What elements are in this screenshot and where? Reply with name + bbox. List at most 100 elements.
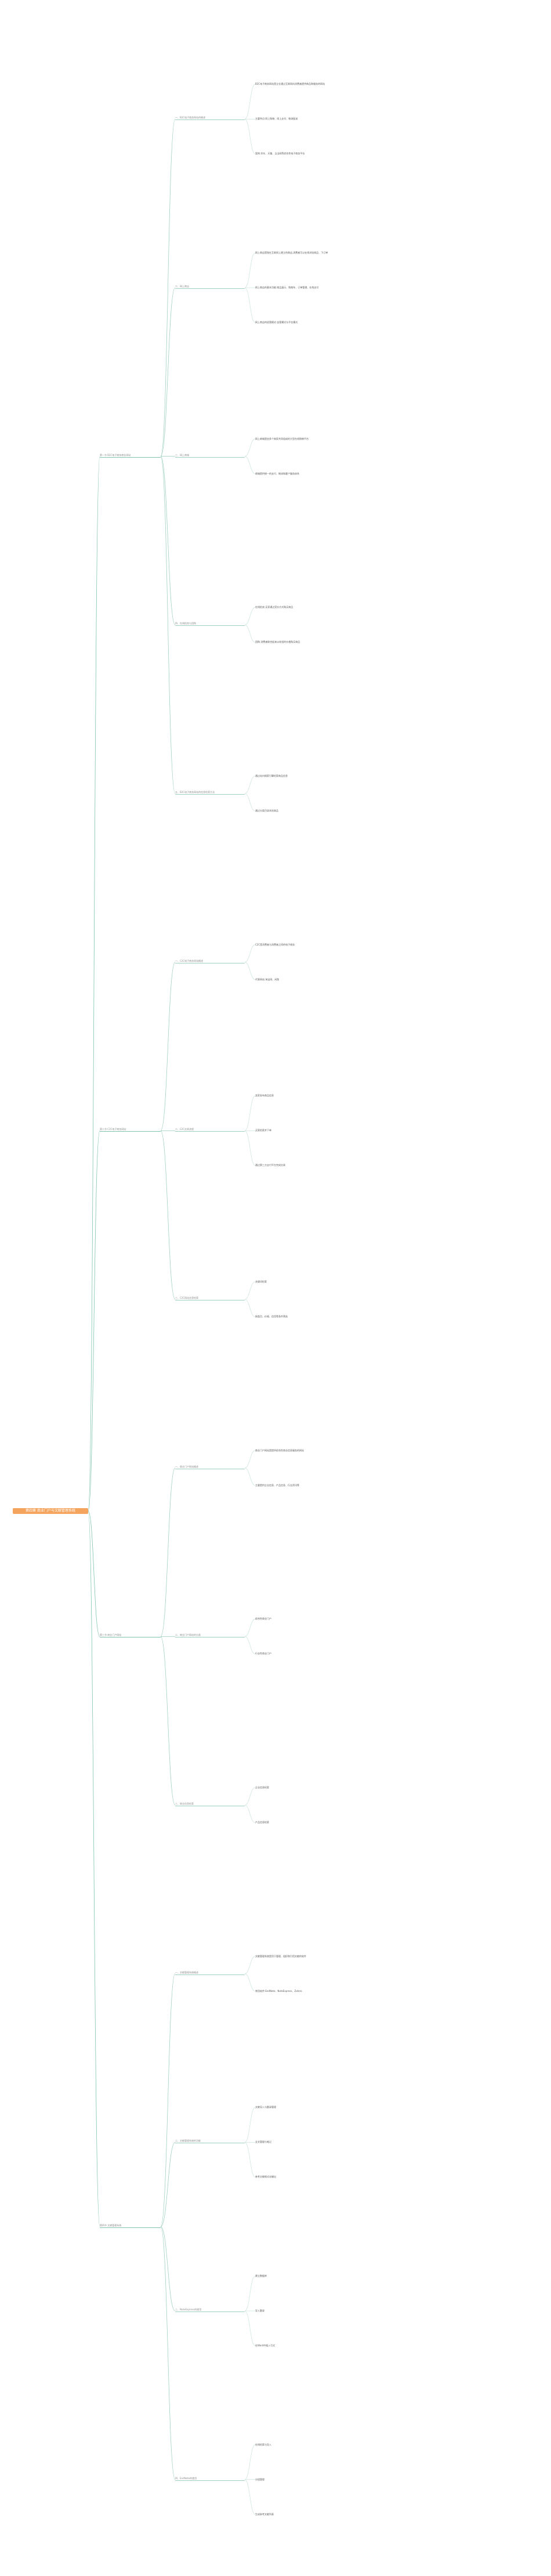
branch-2-topic-3-item-2[interactable]: 按类目、价格、信用等条件筛选 [255, 1315, 288, 1318]
branch-1-topic-3[interactable]: 三、网上商城 [175, 454, 245, 458]
branch-3-topic-2[interactable]: 二、商业门户网站的分类 [175, 1633, 245, 1638]
branch-3-topic-2-item-1[interactable]: 综合性商业门户 [255, 1617, 271, 1621]
branch-1-topic-1-item-3[interactable]: 案例:京东、天猫、当当网等综合性电子商务平台 [255, 152, 305, 155]
connector-line [244, 2107, 256, 2143]
branch-3-topic-1-item-1[interactable]: 商业门户网站是提供综合性商业信息服务的网站 [255, 1448, 304, 1452]
branch-1-topic-2-item-1[interactable]: 网上商店是指在互联网上建立的商店,消费者可以在线浏览商品、下订单 [255, 251, 328, 254]
connector-line [88, 456, 100, 1512]
branch-1[interactable]: 第一节 B2C电子商务商业网站 [100, 454, 161, 458]
branch-4-topic-1-item-2[interactable]: 常用软件:EndNote、NoteExpress、Zotero [255, 1989, 302, 1992]
branch-1-topic-1-item-1[interactable]: B2C电子商务网站是企业通过互联网向消费者提供商品和服务的网站 [255, 82, 325, 86]
branch-1-topic-4-item-1[interactable]: 在线拍卖:买家通过竞价方式购买商品 [255, 606, 293, 609]
connector-line [244, 287, 256, 323]
branch-1-topic-5[interactable]: 五、B2C电子商务网站的信息检索方法 [175, 791, 245, 795]
branch-2-topic-2-item-2[interactable]: 买家检索并下单 [255, 1129, 271, 1132]
branch-2-topic-2[interactable]: 二、C2C交易流程 [175, 1128, 245, 1132]
connector-line [160, 1636, 176, 1806]
branch-2-topic-1-item-2[interactable]: 代表网站:淘宝网、闲鱼 [255, 977, 280, 981]
connector-line [244, 1636, 256, 1654]
connector-line [244, 944, 256, 963]
branch-4-topic-2-item-1[interactable]: 文献导入与题录管理 [255, 2106, 276, 2109]
connector-line [244, 1299, 256, 1317]
connector-line [160, 456, 176, 625]
branch-2[interactable]: 第二节 C2C电子商务网站 [100, 1128, 161, 1132]
branch-1-topic-1[interactable]: 一、B2C电子商务网站的概述 [175, 116, 245, 121]
connector-line [244, 793, 256, 811]
connector-line [160, 118, 176, 457]
branch-4[interactable]: 第四节 文献管理系统 [100, 2224, 161, 2228]
connector-line [244, 1450, 256, 1469]
connector-line [244, 962, 256, 980]
branch-1-topic-2-item-3[interactable]: 网上商店的经营模式:自营模式与平台模式 [255, 321, 298, 324]
branch-1-topic-4-item-2[interactable]: 团购:消费者联合起来以较低的价格购买商品 [255, 640, 300, 644]
connector-line [244, 1095, 256, 1131]
connector-line [160, 1973, 176, 2227]
root-topic[interactable]: 第四章 商业门户与文献管理系统 [13, 1508, 88, 1514]
branch-4-topic-4-item-3[interactable]: 生成参考文献列表 [255, 2512, 274, 2516]
branch-1-topic-4[interactable]: 四、在线拍卖与团购 [175, 622, 245, 626]
connector-line [244, 84, 256, 119]
branch-3-topic-1[interactable]: 一、商业门户网站概述 [175, 1465, 245, 1469]
branch-3[interactable]: 第三节 商业门户网站 [100, 1633, 161, 1638]
branch-4-topic-3-item-3[interactable]: 在Word中插入引文 [255, 2344, 276, 2347]
branch-4-topic-3[interactable]: 三、NoteExpress的使用 [175, 2308, 245, 2312]
branch-3-topic-3[interactable]: 三、商业信息检索 [175, 1802, 245, 1806]
branch-3-topic-3-item-2[interactable]: 产品信息检索 [255, 1821, 269, 1824]
connector-line [244, 1130, 256, 1166]
connector-line [244, 2444, 256, 2480]
branch-1-topic-3-item-1[interactable]: 网上商城是由多个商家共同组成的大型在线购物平台 [255, 437, 309, 440]
connector-line [244, 1468, 256, 1486]
connector-line [88, 1510, 100, 1637]
branch-3-topic-1-item-2[interactable]: 主要提供企业信息、产品信息、行业资讯等 [255, 1483, 299, 1487]
branch-2-topic-2-item-3[interactable]: 通过第三方支付平台完成交易 [255, 1164, 285, 1167]
branch-1-topic-5-item-1[interactable]: 通过站内搜索引擎检索商品信息 [255, 774, 288, 777]
connector-line [160, 1468, 176, 1637]
connector-line [244, 439, 256, 457]
connector-line [160, 2226, 176, 2480]
branch-1-topic-2[interactable]: 二、网上商店 [175, 285, 245, 289]
connector-line [244, 1618, 256, 1637]
branch-2-topic-1[interactable]: 一、C2C电子商务网站概述 [175, 959, 245, 963]
connector-line [244, 1281, 256, 1300]
branch-4-topic-3-item-1[interactable]: 建立数据库 [255, 2274, 267, 2277]
branch-1-topic-5-item-2[interactable]: 通过分类目录浏览商品 [255, 809, 278, 812]
branch-2-topic-3-item-1[interactable]: 关键词检索 [255, 1280, 267, 1283]
branch-2-topic-1-item-1[interactable]: C2C是消费者与消费者之间的电子商务 [255, 943, 295, 946]
connector-line [160, 287, 176, 457]
branch-1-topic-2-item-2[interactable]: 网上商店的基本功能:商品展示、购物车、订单管理、在线支付 [255, 286, 319, 289]
connector-line [244, 607, 256, 625]
branch-2-topic-3[interactable]: 三、C2C网站信息检索 [175, 1296, 245, 1300]
branch-4-topic-3-item-2[interactable]: 导入题录 [255, 2309, 264, 2312]
branch-4-topic-2-item-3[interactable]: 参考文献格式化输出 [255, 2175, 276, 2179]
connector-line [244, 252, 256, 288]
branch-4-topic-2-item-2[interactable]: 全文管理与笔记 [255, 2140, 271, 2144]
connector-line [88, 1130, 100, 1512]
branch-1-topic-1-item-2[interactable]: 主要特点:网上购物、网上支付、物流配送 [255, 117, 298, 121]
connector-line [160, 1130, 176, 1300]
branch-4-topic-1-item-1[interactable]: 文献管理系统是用于管理、组织和引用文献的软件 [255, 1954, 306, 1958]
connector-line [88, 1510, 100, 2227]
connector-line [244, 2142, 256, 2178]
connector-line [244, 624, 256, 643]
connector-line [244, 1956, 256, 1974]
connector-line [244, 2276, 256, 2311]
branch-4-topic-4-item-2[interactable]: 分组管理 [255, 2477, 264, 2481]
connector-line [244, 2310, 256, 2346]
branch-4-topic-2[interactable]: 二、文献管理系统的功能 [175, 2139, 245, 2144]
branch-2-topic-2-item-1[interactable]: 卖家发布商品信息 [255, 1094, 274, 1097]
branch-3-topic-2-item-2[interactable]: 行业性商业门户 [255, 1652, 271, 1655]
branch-4-topic-1[interactable]: 一、文献管理系统概述 [175, 1971, 245, 1975]
branch-4-topic-4[interactable]: 四、EndNote的使用 [175, 2477, 245, 2481]
connector-line [244, 456, 256, 474]
connector-line [244, 776, 256, 794]
branch-4-topic-4-item-1[interactable]: 在线检索与导入 [255, 2443, 271, 2446]
connector-line [244, 1805, 256, 1823]
branch-3-topic-3-item-1[interactable]: 企业信息检索 [255, 1786, 269, 1789]
connector-line [244, 118, 256, 154]
connector-line [244, 2479, 256, 2515]
branch-1-topic-3-item-2[interactable]: 商城提供统一的支付、物流和客户服务体系 [255, 472, 299, 475]
connector-line [160, 2142, 176, 2227]
connector-line [160, 456, 176, 794]
